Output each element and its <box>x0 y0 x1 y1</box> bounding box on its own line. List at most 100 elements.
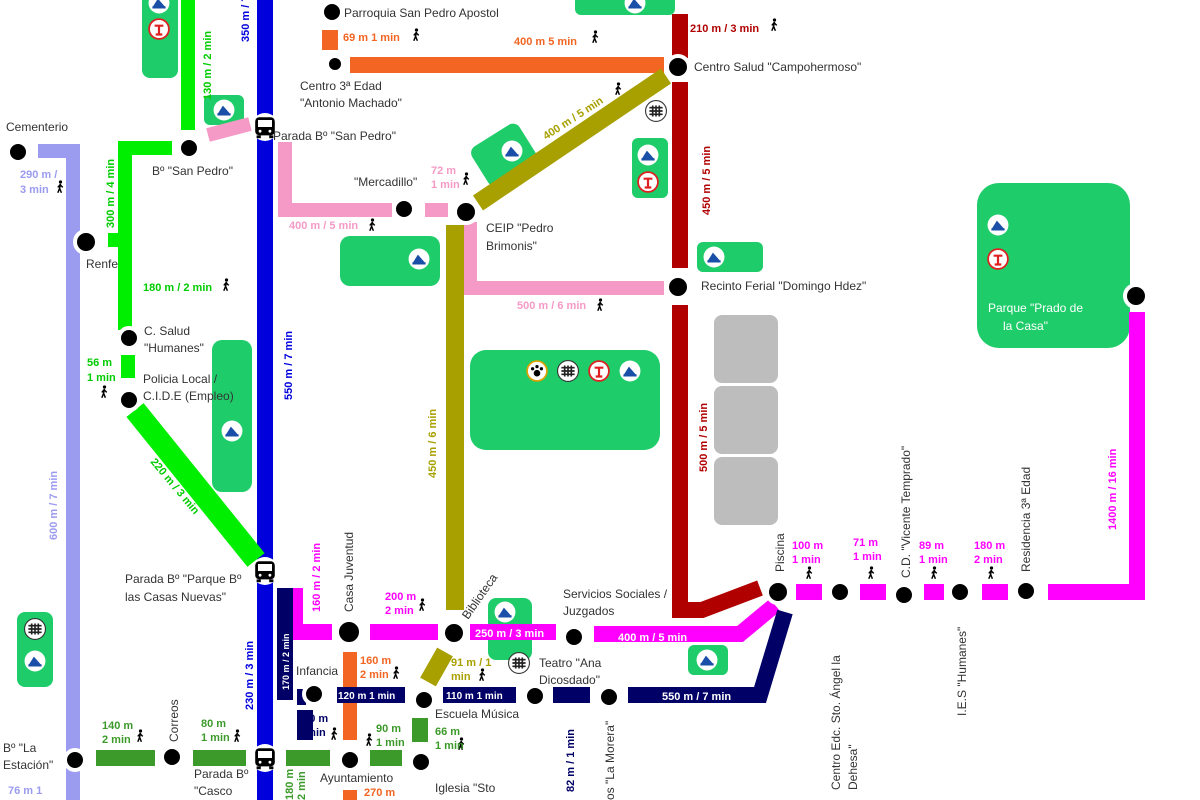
label-servicios-sociales: Servicios Sociales / <box>563 587 668 601</box>
distance-label: 180 m <box>974 540 1005 552</box>
stop-casa-juventud[interactable] <box>335 618 363 646</box>
label-centro-3-edad: "Antonio Machado" <box>300 96 402 110</box>
label-residencia: Residencia 3ª Edad <box>1019 467 1033 572</box>
park-area <box>470 350 660 450</box>
stop-renfe[interactable] <box>73 229 99 255</box>
distance-label: 2 min <box>296 771 308 800</box>
stop-escuela-musica[interactable] <box>412 688 436 712</box>
stop-la-morera[interactable] <box>597 685 621 709</box>
bus-icon[interactable] <box>251 557 279 585</box>
stop-residencia[interactable] <box>1014 579 1038 603</box>
walking-icon <box>771 18 778 31</box>
stop-ies-humanes[interactable] <box>948 580 972 604</box>
label-ayuntamiento: Ayuntamiento <box>320 771 393 785</box>
walking-icon <box>931 566 938 579</box>
distance-label: 450 m / 5 min <box>701 146 713 215</box>
grill-icon <box>645 100 667 122</box>
distance-label: 130 m / 2 min <box>202 31 214 100</box>
label-parada-san-pedro: Parada Bº "San Pedro" <box>273 129 396 143</box>
fountain-icon <box>148 18 170 40</box>
stop-c-salud-humanes[interactable] <box>117 326 141 350</box>
walking-icon <box>57 180 64 193</box>
walking-icon <box>419 598 426 611</box>
label-piscina: Piscina <box>773 533 787 572</box>
label-parque-casas: Parada Bº "Parque Bº <box>125 572 242 586</box>
stop-parque-prado[interactable] <box>1123 283 1149 309</box>
stop-biblioteca[interactable] <box>441 620 467 646</box>
distance-label: 290 m / <box>20 169 57 181</box>
distance-label: 450 m / 6 min <box>427 409 439 478</box>
stop-cd-vicente[interactable] <box>892 583 916 607</box>
stop-policia-local[interactable] <box>117 388 141 412</box>
distance-label: 1 min <box>201 732 230 744</box>
distance-label: 550 m / 7 min <box>662 691 731 703</box>
distance-label: 1 min <box>435 740 464 752</box>
parking-area <box>714 315 778 383</box>
label-parque-prado: Parque "Prado de <box>988 301 1083 315</box>
walking-icon <box>393 666 400 679</box>
walking-icon <box>369 218 376 231</box>
distance-label: 1 min <box>792 554 821 566</box>
distance-label: 400 m 5 min <box>514 36 577 48</box>
grill-icon <box>24 618 46 640</box>
playground-icon <box>987 214 1009 236</box>
distance-label: 1 min <box>853 551 882 563</box>
distance-label: 200 m <box>385 591 416 603</box>
stop-centro-edc[interactable] <box>828 580 852 604</box>
stop-parroquia[interactable] <box>320 0 344 24</box>
walking-icon <box>988 566 995 579</box>
route-magenta <box>287 588 781 642</box>
route-green-diagonal <box>126 403 265 567</box>
stop-iglesia[interactable] <box>409 750 433 774</box>
walking-icon <box>413 28 420 41</box>
stop-cementerio[interactable] <box>6 140 30 164</box>
distance-label: 270 m <box>364 787 395 799</box>
route-darkred <box>672 14 763 618</box>
routes <box>38 0 1145 800</box>
playground-icon <box>703 246 725 268</box>
distance-label: 76 m 1 <box>8 785 42 797</box>
stop-campohermoso[interactable] <box>665 54 691 80</box>
playground-icon <box>494 601 516 623</box>
fountain-icon <box>588 360 610 382</box>
distance-label: 71 m <box>853 537 878 549</box>
bus-icon[interactable] <box>251 744 279 772</box>
distance-label: 550 m / 7 min <box>283 331 295 400</box>
playground-icon <box>213 99 235 121</box>
distance-label: 2 min <box>385 605 414 617</box>
distance-label: 170 m <box>297 713 328 725</box>
label-la-morera: os "La Morera" <box>603 721 617 800</box>
label-centro-edc: Dehesa" <box>846 744 860 790</box>
stop-ceip[interactable] <box>453 199 479 225</box>
distance-label: 66 m <box>435 726 460 738</box>
stop-b-san-pedro[interactable] <box>177 136 201 160</box>
stop-piscina[interactable] <box>765 579 791 605</box>
stop-ayuntamiento[interactable] <box>338 748 362 772</box>
label-cd-vicente: C.D. "Vicente Temprado" <box>899 446 913 578</box>
stop-recinto-ferial[interactable] <box>665 274 691 300</box>
distance-label: 1 min <box>87 372 116 384</box>
distance-label: 180 m <box>284 769 296 800</box>
stop-mercadillo[interactable] <box>392 197 416 221</box>
stop-correos[interactable] <box>160 745 184 769</box>
distance-label: 300 m / 4 min <box>105 159 117 228</box>
label-b-san-pedro: Bº "San Pedro" <box>152 164 233 178</box>
playground-icon <box>637 144 659 166</box>
pet-icon <box>526 360 548 382</box>
label-teatro: Dicosdado" <box>539 673 600 687</box>
distance-label: 3 min <box>20 184 49 196</box>
route-navy <box>277 588 793 740</box>
stop-servicios-sociales[interactable] <box>562 625 586 649</box>
parking-area <box>714 386 778 454</box>
stop-infancia[interactable] <box>302 682 326 706</box>
stop-centro-3-edad[interactable] <box>325 54 345 74</box>
distance-label: 80 m <box>201 718 226 730</box>
walking-icon <box>868 566 875 579</box>
stop-la-estacion[interactable] <box>63 748 87 772</box>
grill-icon <box>508 652 530 674</box>
stop-teatro[interactable] <box>523 684 547 708</box>
fountain-icon <box>987 248 1009 270</box>
park-area <box>212 340 252 492</box>
label-parque-prado: la Casa" <box>1003 319 1048 333</box>
